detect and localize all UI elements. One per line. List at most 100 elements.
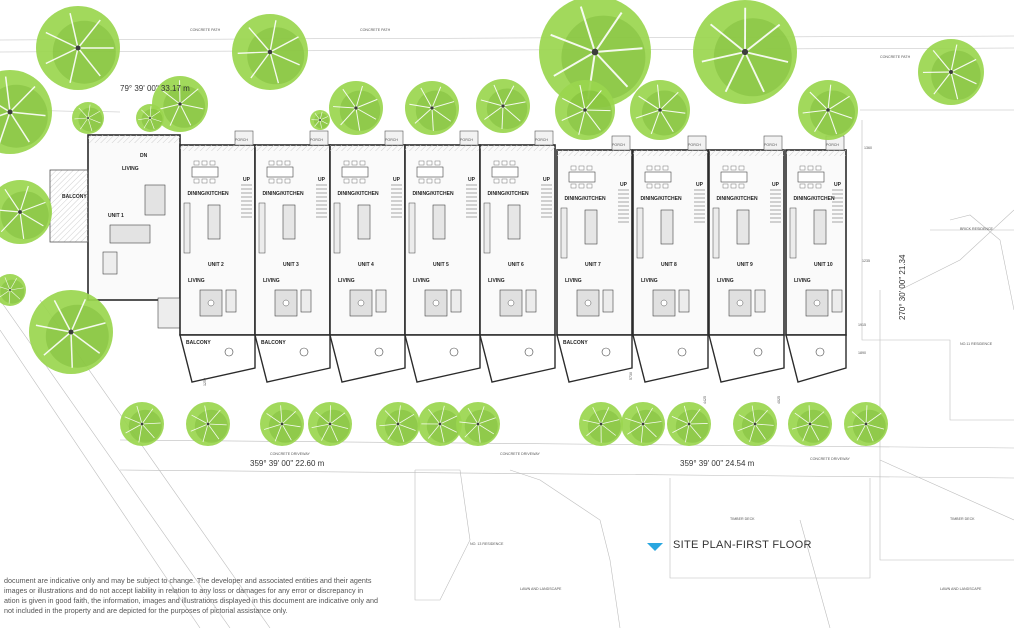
north-marker-icon (647, 543, 663, 551)
unit-porch-label: PORCH (235, 138, 248, 142)
kitchen-island (660, 209, 674, 245)
kitchen-island (357, 204, 371, 240)
tree-icon (667, 402, 711, 446)
trees-layer (0, 0, 984, 446)
drawing-title: SITE PLAN-FIRST FLOOR (673, 539, 812, 551)
tree-icon (579, 402, 623, 446)
bearing-bottom-right: 359° 39' 00" 24.54 m (680, 459, 755, 468)
unit-name: UNIT 6 (508, 262, 524, 268)
unit-living-label: LIVING (263, 278, 280, 284)
kitchen-island (584, 209, 598, 245)
svg-text:CONCRETE DRIVEWAY: CONCRETE DRIVEWAY (270, 452, 311, 456)
stair-icon (770, 189, 781, 223)
unit-kitchen-label: DINING/KITCHEN (716, 196, 758, 202)
unit-balcony (179, 334, 256, 383)
unit-balcony-label: BALCONY (261, 340, 286, 346)
tree-icon (456, 402, 500, 446)
unit-porch-label: PORCH (612, 143, 625, 147)
disclaimer-line-1: document are indicative only and may be … (4, 576, 372, 585)
tree-icon (329, 81, 383, 135)
unit-hatch (330, 145, 405, 151)
tree-icon (0, 70, 52, 154)
unit-kitchen-label: DINING/KITCHEN (793, 196, 835, 202)
bearing-right: 270° 30' 00" 21.34 (898, 254, 907, 320)
unit-hatch (480, 145, 555, 151)
unit-balcony (479, 334, 556, 383)
kitchen-island (813, 209, 827, 245)
tree-icon (136, 104, 164, 132)
tree-icon (798, 80, 858, 140)
site-survey-lines (0, 35, 1014, 628)
unit-name: UNIT 3 (283, 262, 299, 268)
svg-text:BRICK RESIDENCE: BRICK RESIDENCE (960, 227, 994, 231)
tree-icon (418, 402, 462, 446)
kitchen-bench (483, 202, 491, 254)
unit-hatch (557, 150, 632, 156)
unit-hatch (709, 150, 784, 156)
unit-stair-up: UP (543, 177, 551, 183)
unit-stair-up: UP (468, 177, 476, 183)
unit-balcony (254, 334, 331, 383)
kitchen-bench (560, 207, 568, 259)
unit-stair-up: UP (696, 182, 704, 188)
unit-living-label: LIVING (794, 278, 811, 284)
unit-living-label: LIVING (565, 278, 582, 284)
tree-icon (376, 402, 420, 446)
kitchen-island (282, 204, 296, 240)
unit-hatch (255, 145, 330, 151)
dim-1250: 1250 (203, 378, 207, 386)
svg-text:LAWN AND LANDSCAPE: LAWN AND LANDSCAPE (940, 587, 982, 591)
tree-icon (120, 402, 164, 446)
dining-table (191, 166, 219, 178)
tree-icon (152, 76, 208, 132)
svg-text:CONCRETE PATH: CONCRETE PATH (190, 28, 221, 32)
unit-porch (384, 130, 404, 146)
stair-icon (316, 184, 327, 218)
balcony-table (224, 347, 234, 357)
dim-1890: 1890 (858, 351, 866, 355)
unit-balcony-label: BALCONY (186, 340, 211, 346)
unit-porch (763, 135, 783, 151)
stair-icon (618, 189, 629, 223)
sofa (525, 289, 537, 313)
survey-text: CONCRETE PATH CONCRETE PATH CONCRETE PAT… (190, 28, 994, 591)
unit-stair-up: UP (393, 177, 401, 183)
sofa (450, 289, 462, 313)
bearing-top: 79° 39' 00" 33.17 m (120, 84, 190, 93)
unit-stair-up: UP (772, 182, 780, 188)
unit-hatch (405, 145, 480, 151)
unit-balcony-label: BALCONY (563, 340, 588, 346)
unit-porch-label: PORCH (688, 143, 701, 147)
unit-balcony (785, 334, 847, 383)
unit-porch (234, 130, 254, 146)
tree-icon (733, 402, 777, 446)
unit-living-label: LIVING (413, 278, 430, 284)
units-layer: DINING/KITCHEN UNIT 2 LIVING BALCONY PORCH UP… (179, 130, 847, 383)
unit-living-label: LIVING (338, 278, 355, 284)
tree-icon (0, 274, 26, 306)
dim-1360: 1360 (864, 146, 872, 150)
svg-text:LAWN AND LANDSCAPE: LAWN AND LANDSCAPE (520, 587, 562, 591)
balcony-table (815, 347, 825, 357)
disclaimer: document are indicative only and may be … (4, 576, 394, 616)
unit-name: UNIT 2 (208, 262, 224, 268)
tree-icon (539, 0, 651, 108)
unit-name: UNIT 4 (358, 262, 374, 268)
sofa (300, 289, 312, 313)
dining-table (266, 166, 294, 178)
tree-icon (621, 402, 665, 446)
unit-stair-up: UP (318, 177, 326, 183)
unit-kitchen-label: DINING/KITCHEN (640, 196, 682, 202)
stair-icon (694, 189, 705, 223)
unit-1-balcony-label: BALCONY (62, 194, 87, 200)
sofa (678, 289, 690, 313)
unit-stair-up: UP (243, 177, 251, 183)
stair-icon (391, 184, 402, 218)
disclaimer-line-4: not included in the property and are dep… (4, 606, 288, 615)
disclaimer-line-3: ation is given in good faith, the inform… (4, 596, 378, 605)
kitchen-bench (712, 207, 720, 259)
